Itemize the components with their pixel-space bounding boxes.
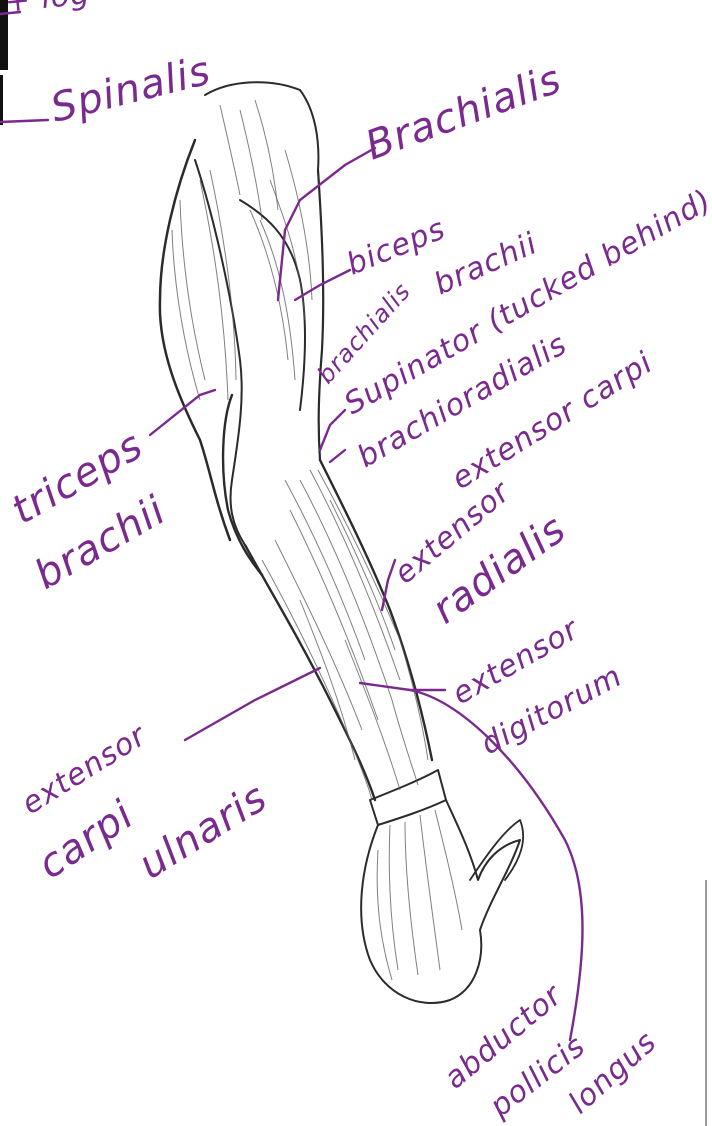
label-spinalis: Spinalis	[46, 48, 215, 132]
triceps-outline	[195, 160, 245, 545]
label-extensor-4: extensor	[16, 718, 154, 822]
label-brachialis-top: Brachialis	[360, 56, 568, 169]
label-ulnaris: ulnaris	[131, 774, 276, 888]
leader-extensor-digitorum	[360, 683, 445, 690]
leader-brachioradialis	[330, 450, 345, 462]
leader-spinalis	[0, 120, 48, 122]
annotation-labels: + log Spinalis Brachialis biceps brachii…	[3, 0, 712, 1125]
leader-extensor-carpi-ulnaris	[185, 668, 320, 740]
upper-arm-front-outline	[318, 170, 323, 460]
humerus-back-outline	[160, 140, 230, 540]
wrist-band	[370, 770, 446, 825]
leader-supinator	[320, 410, 345, 450]
forearm-fibres	[262, 470, 428, 800]
leader-triceps	[150, 390, 215, 435]
shoulder-outline	[205, 82, 318, 170]
elbow-outline	[223, 395, 262, 575]
hand-tendons	[377, 810, 462, 980]
label-top-partial: + log	[3, 0, 92, 20]
arm-illustration	[160, 82, 523, 1003]
scan-edge-mark	[0, 75, 3, 125]
